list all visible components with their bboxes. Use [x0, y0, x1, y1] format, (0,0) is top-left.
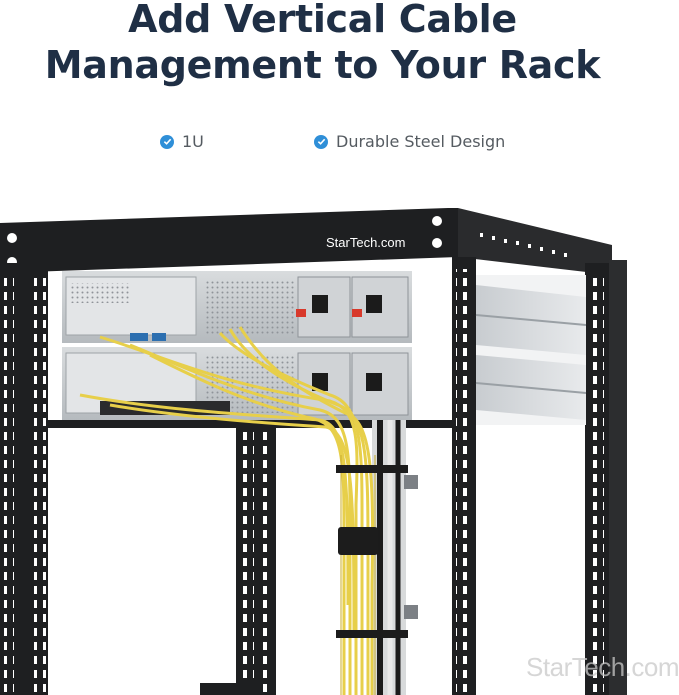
- headline-line-1: Add Vertical Cable: [128, 0, 517, 41]
- watermark: StarTech.com: [526, 652, 679, 682]
- rack-top-frame: StarTech.com: [0, 208, 612, 275]
- headline-line-2: Management to Your Rack: [44, 43, 601, 87]
- rack-left-post: [0, 263, 48, 695]
- feature-1u: 1U: [160, 132, 204, 151]
- feature-label: Durable Steel Design: [336, 132, 506, 151]
- brand-label: StarTech.com: [326, 235, 405, 250]
- server-upper: [62, 271, 412, 343]
- headline: Add Vertical Cable Management to Your Ra…: [0, 0, 645, 88]
- check-circle-icon: [314, 134, 328, 149]
- rack-center-post: [236, 420, 276, 695]
- rack-photo: StarTech.com: [0, 205, 679, 695]
- yellow-cable-bundle: [79, 326, 375, 695]
- feature-durable-steel: Durable Steel Design: [314, 132, 505, 151]
- server-lower: [62, 347, 412, 421]
- velcro-tie: [338, 527, 378, 555]
- cable-hook: [336, 465, 408, 473]
- feature-label: 1U: [182, 132, 204, 151]
- rack-right-post: [452, 257, 476, 695]
- check-circle-icon: [160, 134, 174, 149]
- cable-hook: [336, 630, 408, 638]
